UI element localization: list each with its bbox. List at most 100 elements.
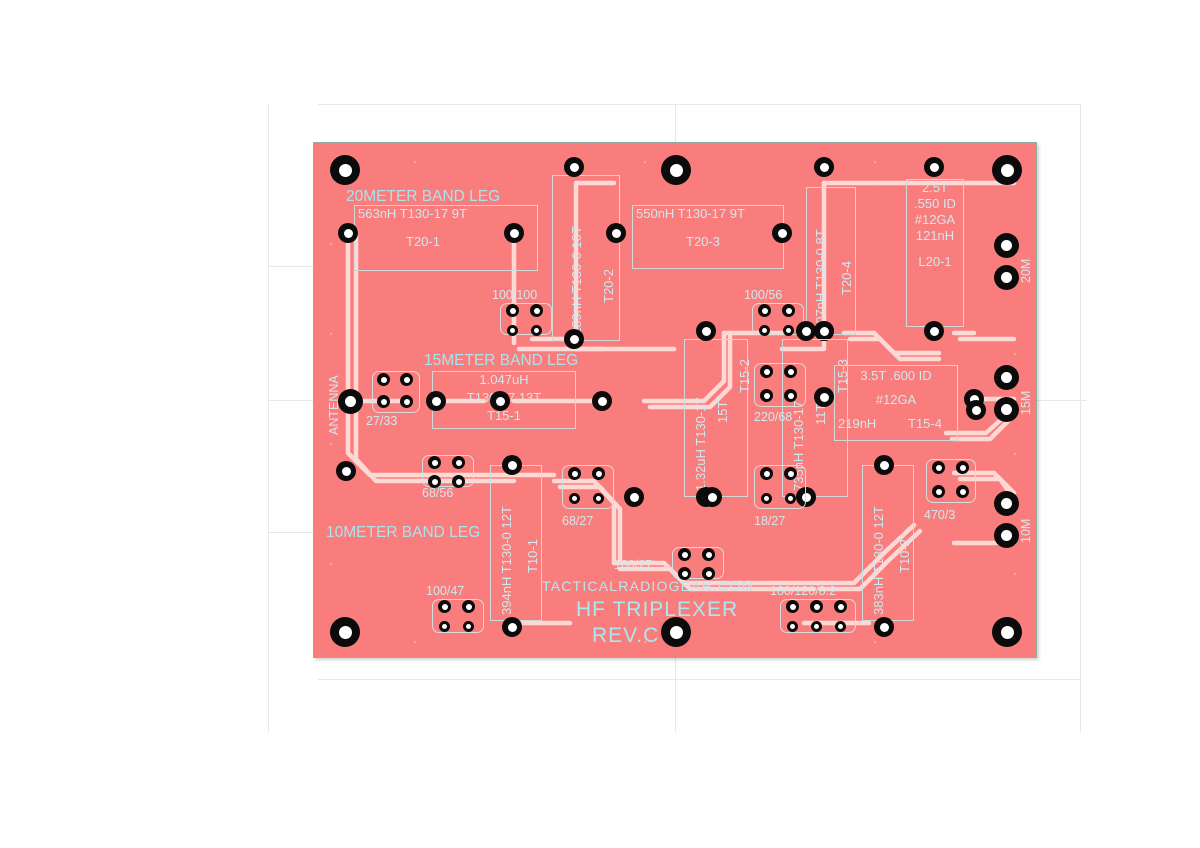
pad-68-27-out[interactable] xyxy=(624,487,644,507)
inductor-outline-t20-4 xyxy=(806,187,856,335)
cap-100-56-pad-a1[interactable] xyxy=(758,304,771,317)
cap-100-27-pad-b2[interactable] xyxy=(702,567,715,580)
cap-bank-68-56-outline xyxy=(422,455,474,487)
cap-470-3-pad-b2[interactable] xyxy=(956,485,969,498)
pad-t10-2-top[interactable] xyxy=(874,455,894,475)
silk-dot xyxy=(1014,353,1017,356)
pad-t10-1-top[interactable] xyxy=(502,455,522,475)
pad-t20-4-top[interactable] xyxy=(814,157,834,177)
cap-180-120-82-pad-b1[interactable] xyxy=(810,600,823,613)
cap-180-120-82-pad-c1[interactable] xyxy=(834,600,847,613)
cap-bank-68-27-outline xyxy=(562,465,614,509)
cap-470-3-pad-b1[interactable] xyxy=(956,461,969,474)
pad-t20-1-left[interactable] xyxy=(338,223,358,243)
cap-27-33-pad-b1[interactable] xyxy=(400,373,413,386)
pad-t20-4-left[interactable] xyxy=(772,223,792,243)
mounting-hole-top-right[interactable] xyxy=(992,155,1022,185)
guide-line-mid-right xyxy=(1034,400,1086,401)
cap-100-100-pad-a1[interactable] xyxy=(506,304,519,317)
pad-l20-1-bottom[interactable] xyxy=(924,321,944,341)
pad-t10-2-bottom[interactable] xyxy=(874,617,894,637)
cap-27-33-pad-a1[interactable] xyxy=(377,373,390,386)
pad-t10-1-bottom[interactable] xyxy=(502,617,522,637)
cap-100-100-pad-b1[interactable] xyxy=(530,304,543,317)
cap-180-120-82-pad-a1[interactable] xyxy=(786,600,799,613)
inductor-outline-t10-1 xyxy=(490,465,542,621)
mounting-hole-bottom-right[interactable] xyxy=(992,617,1022,647)
cap-100-56-pad-a2[interactable] xyxy=(759,325,770,336)
connector-pad-15m-sig[interactable] xyxy=(994,397,1019,422)
cap-100-100-pad-b2[interactable] xyxy=(531,325,542,336)
cap-220-68-pad-a2[interactable] xyxy=(760,389,773,402)
cap-bank-100-100-outline xyxy=(500,303,552,335)
pad-220-68-out[interactable] xyxy=(814,387,834,407)
mounting-hole-top-center[interactable] xyxy=(661,155,691,185)
cap-220-68-pad-a1[interactable] xyxy=(760,365,773,378)
pad-t20-2-bottom[interactable] xyxy=(564,329,584,349)
cap-220-68-pad-b1[interactable] xyxy=(784,365,797,378)
pad-10m-left-node[interactable] xyxy=(336,461,356,481)
cap-100-100-pad-a2[interactable] xyxy=(507,325,518,336)
cap-100-56-pad-b2[interactable] xyxy=(783,325,794,336)
cap-27-33-pad-b2[interactable] xyxy=(400,395,413,408)
cap-180-120-82-pad-a2[interactable] xyxy=(787,621,798,632)
cap-68-56-pad-b2[interactable] xyxy=(452,475,465,488)
cap-470-3-pad-a1[interactable] xyxy=(932,461,945,474)
pad-27-33-out[interactable] xyxy=(426,391,446,411)
connector-pad-15m-aux[interactable] xyxy=(966,400,986,420)
cap-68-27-pad-a2[interactable] xyxy=(569,493,580,504)
silk-dot xyxy=(414,161,417,164)
pad-t15-2-top[interactable] xyxy=(696,321,716,341)
pad-t15-junction-left[interactable] xyxy=(490,391,510,411)
mounting-hole-bottom-left[interactable] xyxy=(330,617,360,647)
connector-pad-20m-gnd[interactable] xyxy=(994,233,1019,258)
pad-t20-1-right[interactable] xyxy=(504,223,524,243)
cap-18-27-pad-a1[interactable] xyxy=(760,467,773,480)
cap-68-27-pad-b1[interactable] xyxy=(592,467,605,480)
cap-68-56-pad-a2[interactable] xyxy=(428,475,441,488)
pad-18-27-in[interactable] xyxy=(702,487,722,507)
connector-pad-20m-sig[interactable] xyxy=(994,265,1019,290)
cap-100-56-pad-b1[interactable] xyxy=(782,304,795,317)
silk-dot xyxy=(1014,573,1017,576)
cap-18-27-pad-b1[interactable] xyxy=(784,467,797,480)
pad-t15-3-top[interactable] xyxy=(796,321,816,341)
connector-pad-10m-gnd[interactable] xyxy=(994,523,1019,548)
cap-470-3-pad-a2[interactable] xyxy=(932,485,945,498)
pad-t15-1-right[interactable] xyxy=(592,391,612,411)
cap-68-56-pad-a1[interactable] xyxy=(428,456,441,469)
connector-pad-antenna[interactable] xyxy=(338,389,363,414)
mounting-hole-bottom-center[interactable] xyxy=(661,617,691,647)
mounting-hole-top-left[interactable] xyxy=(330,155,360,185)
cap-bank-100-27-outline xyxy=(672,547,724,579)
pad-t20-2-right[interactable] xyxy=(606,223,626,243)
silk-dot xyxy=(330,563,333,566)
silk-dot xyxy=(414,641,417,644)
cap-100-47-pad-b1[interactable] xyxy=(462,600,475,613)
pad-20m-junction[interactable] xyxy=(814,321,834,341)
cap-68-56-pad-b1[interactable] xyxy=(452,456,465,469)
cap-100-47-pad-b2[interactable] xyxy=(463,621,474,632)
cap-27-33-pad-a2[interactable] xyxy=(377,395,390,408)
cap-100-47-pad-a2[interactable] xyxy=(439,621,450,632)
inductor-outline-t20-2 xyxy=(552,175,620,341)
inductor-outline-t15-4 xyxy=(834,365,958,441)
pad-l20-1-top[interactable] xyxy=(924,157,944,177)
cap-220-68-pad-b2[interactable] xyxy=(784,389,797,402)
guide-line-left xyxy=(268,104,269,732)
cap-18-27-pad-a2[interactable] xyxy=(761,493,772,504)
pad-t20-2-top[interactable] xyxy=(564,157,584,177)
connector-pad-10m-sig[interactable] xyxy=(994,491,1019,516)
cap-100-27-pad-a1[interactable] xyxy=(678,548,691,561)
guide-line-top xyxy=(318,104,1080,105)
cap-180-120-82-pad-c2[interactable] xyxy=(835,621,846,632)
cap-100-27-pad-a2[interactable] xyxy=(678,567,691,580)
cap-68-27-pad-a1[interactable] xyxy=(568,467,581,480)
cap-100-27-pad-b1[interactable] xyxy=(702,548,715,561)
cap-68-27-pad-b2[interactable] xyxy=(593,493,604,504)
cap-180-120-82-pad-b2[interactable] xyxy=(811,621,822,632)
connector-pad-15m-gnd[interactable] xyxy=(994,365,1019,390)
cap-100-47-pad-a1[interactable] xyxy=(438,600,451,613)
pcb-board[interactable]: 20METER BAND LEG 563nH T130-17 9T T20-1 … xyxy=(313,142,1037,658)
cap-18-27-pad-b2[interactable] xyxy=(785,493,796,504)
